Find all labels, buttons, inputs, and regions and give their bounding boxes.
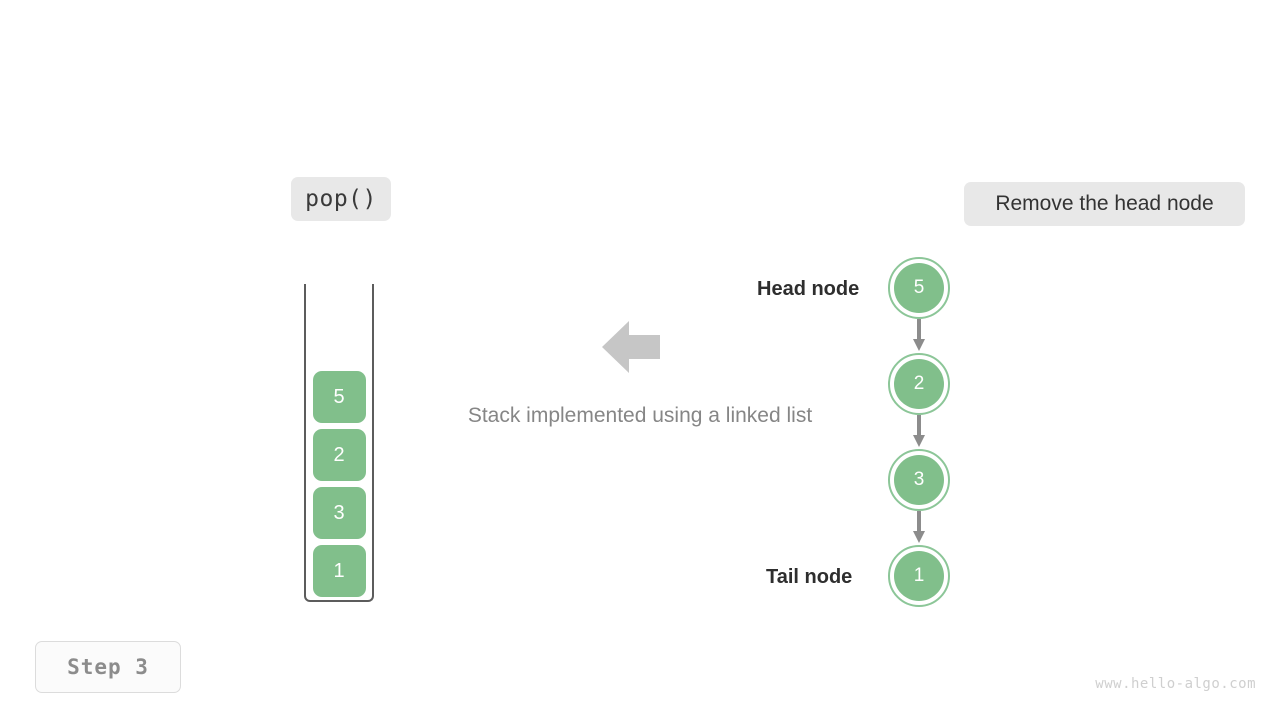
head-node-label: Head node [757, 278, 860, 300]
description-label: Remove the head node [995, 192, 1214, 215]
node-value: 2 [894, 359, 944, 409]
step-badge: Step 3 [35, 641, 181, 693]
linked-list-node: 3 [888, 449, 950, 511]
stack-item: 2 [312, 429, 366, 481]
tail-node-label: Tail node [766, 566, 853, 588]
description-chip: Remove the head node [964, 182, 1245, 226]
operation-label: pop() [305, 186, 377, 212]
stack-item: 1 [312, 545, 366, 597]
link-arrow-icon [913, 511, 925, 543]
watermark: www.hello-algo.com [1095, 676, 1256, 692]
node-value: 3 [894, 455, 944, 505]
linked-list-node: 2 [888, 353, 950, 415]
operation-chip: pop() [291, 177, 391, 221]
link-arrow-icon [913, 319, 925, 351]
left-arrow-icon [602, 320, 660, 374]
stack-item: 3 [312, 487, 366, 539]
stack-container: 5 2 3 1 [304, 284, 374, 602]
linked-list-container: 5 2 3 1 [888, 257, 952, 609]
node-value: 5 [894, 263, 944, 313]
stack-item: 5 [312, 371, 366, 423]
linked-list-node: 5 [888, 257, 950, 319]
linked-list-node: 1 [888, 545, 950, 607]
node-value: 1 [894, 551, 944, 601]
link-arrow-icon [913, 415, 925, 447]
caption-text: Stack implemented using a linked list [467, 404, 813, 427]
step-label: Step 3 [67, 655, 149, 679]
